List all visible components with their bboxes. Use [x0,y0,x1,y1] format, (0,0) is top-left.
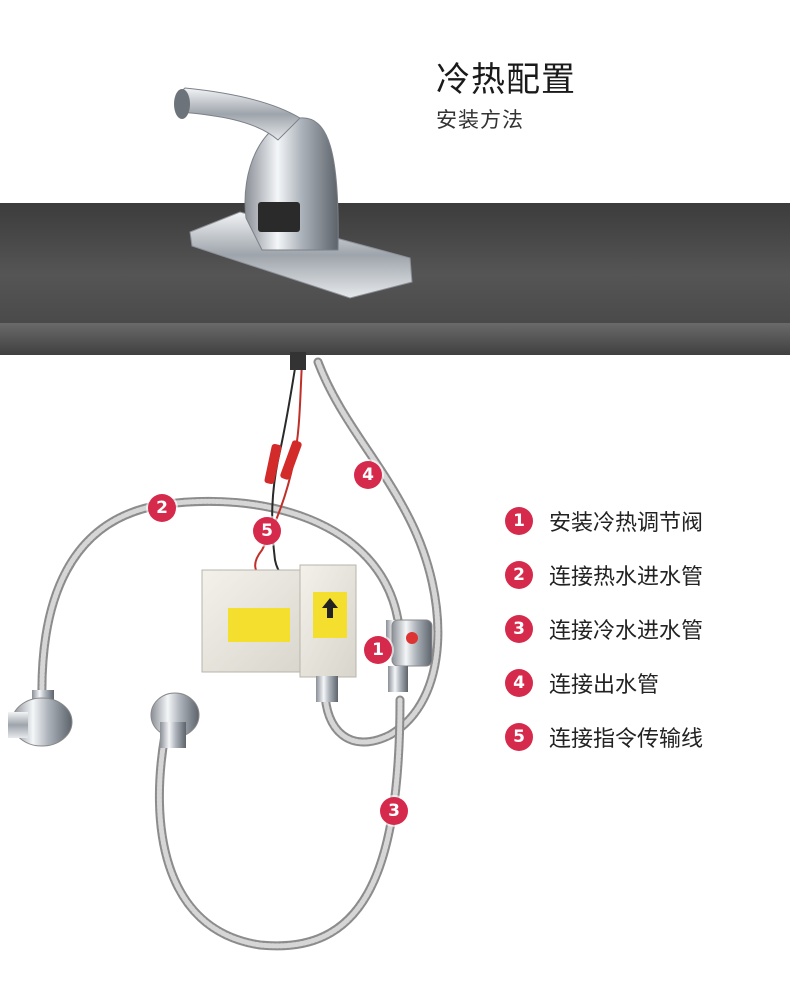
wall-valve-hot [8,690,73,747]
legend-item: 1 安装冷热调节阀 [505,505,785,559]
marker-3: 3 [380,797,408,825]
wall-valve-cold [150,692,200,748]
legend-text: 安装冷热调节阀 [549,511,704,536]
legend-item: 2 连接热水进水管 [505,559,785,613]
legend-number: 5 [505,723,533,751]
signal-wires [254,352,306,581]
page-subtitle: 安装方法 [436,108,524,132]
solenoid-control-box [201,564,433,702]
legend-item: 3 连接冷水进水管 [505,613,785,667]
page-title: 冷热配置 [436,60,576,100]
legend-item: 5 连接指令传输线 [505,721,785,775]
faucet [174,87,413,299]
legend-text: 连接指令传输线 [549,727,704,752]
marker-1: 1 [364,636,392,664]
countertop-edge [0,323,790,355]
legend-text: 连接出水管 [549,673,660,698]
legend-item: 4 连接出水管 [505,667,785,721]
legend: 1 安装冷热调节阀 2 连接热水进水管 3 连接冷水进水管 4 连接出水管 5 … [505,505,785,775]
legend-number: 2 [505,561,533,589]
marker-4: 4 [354,461,382,489]
legend-text: 连接热水进水管 [549,565,704,590]
legend-number: 4 [505,669,533,697]
legend-number: 3 [505,615,533,643]
marker-2: 2 [148,494,176,522]
legend-text: 连接冷水进水管 [549,619,704,644]
legend-number: 1 [505,507,533,535]
marker-5: 5 [253,517,281,545]
